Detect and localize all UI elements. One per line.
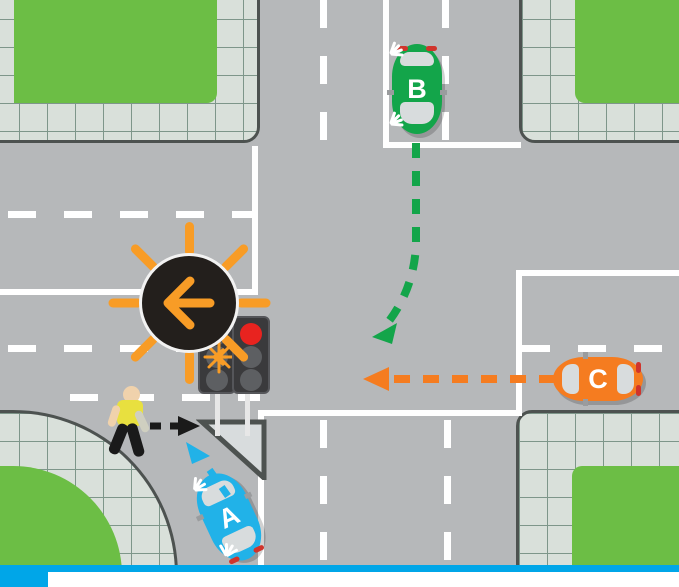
callout-ray-n: [184, 222, 194, 256]
through-signal-lamp-amber: [240, 346, 262, 368]
vehicle-c-label: C: [588, 363, 608, 394]
road-edge-line-south-top: [258, 410, 522, 416]
road-edge-line-nw-horizontal: [252, 146, 258, 152]
vehicle-c-mirror-bottom: [583, 399, 588, 406]
pedestrian[interactable]: [106, 386, 154, 458]
vehicle-c-rear-window: [617, 364, 634, 394]
lane-dash-west-upper: [8, 211, 254, 218]
through-signal-lamp-green: [240, 369, 262, 391]
vehicle-c-windshield: [562, 364, 579, 394]
callout-disc: [139, 253, 239, 353]
lane-dash-north-center: [320, 0, 327, 150]
vehicle-a-path: [186, 442, 231, 499]
pedestrian-path: [150, 416, 200, 436]
vehicle-b-path: [372, 143, 420, 344]
road-edge-line-nw-vertical: [252, 146, 258, 295]
vehicle-b-flash-rear: [372, 106, 408, 142]
vehicle-b[interactable]: B: [387, 44, 447, 134]
callout-ray-e: [236, 298, 270, 308]
callout-ray-w: [108, 298, 142, 308]
through-signal-lamp-red: [240, 323, 262, 345]
vehicle-b-label: B: [407, 73, 427, 104]
grass-northeast: [575, 0, 679, 103]
signal-pole-right: [245, 388, 250, 436]
vehicle-c-taillight-bottom: [636, 385, 641, 396]
vehicle-b-mirror-left: [387, 90, 394, 95]
road-edge-line-southeast-vertical: [516, 270, 522, 416]
left-arrow-signal-lamp-bottom: [206, 369, 228, 391]
pedestrian-head: [123, 386, 140, 403]
road-edge-line-north-west: [0, 289, 258, 295]
lane-dash-north-pocket: [442, 0, 449, 148]
lane-dash-south-center: [320, 420, 327, 580]
callout-ray-s: [184, 350, 194, 384]
signal-pole-left: [215, 388, 220, 436]
grass-northwest: [14, 0, 217, 103]
turn-pocket-left-line: [383, 0, 389, 148]
grass-southeast: [572, 466, 679, 575]
lane-dash-east-upper: [522, 345, 679, 352]
vehicle-b-rear-window: [400, 52, 434, 66]
lane-dash-south-right: [444, 420, 451, 580]
lane-dash-west-lower: [8, 345, 254, 352]
vehicle-b-mirror-right: [440, 90, 447, 95]
turn-pocket-bottom-line: [383, 142, 521, 148]
vehicle-b-windshield: [400, 102, 434, 124]
road-edge-line-southeast-top: [516, 270, 679, 276]
crosswalk-dashes-southwest: [70, 394, 260, 401]
flashing-left-arrow-icon: [203, 340, 235, 374]
vehicle-c-path: [363, 367, 555, 391]
road-edge-line-south-right: [258, 410, 264, 575]
vehicle-b-taillight-right: [426, 46, 437, 51]
left-arrow-icon: [163, 276, 215, 330]
flashing-left-arrow-callout: [108, 222, 270, 384]
vehicle-c-taillight-top: [636, 362, 641, 373]
bottom-bar-inner-panel: [48, 572, 679, 587]
vehicle-c[interactable]: C: [553, 352, 643, 406]
bottom-bar: [0, 565, 679, 587]
vehicle-b-flash-front: [372, 36, 408, 72]
median-island: [196, 419, 267, 480]
through-signal[interactable]: [232, 316, 270, 394]
vehicle-c-mirror-top: [583, 352, 588, 359]
